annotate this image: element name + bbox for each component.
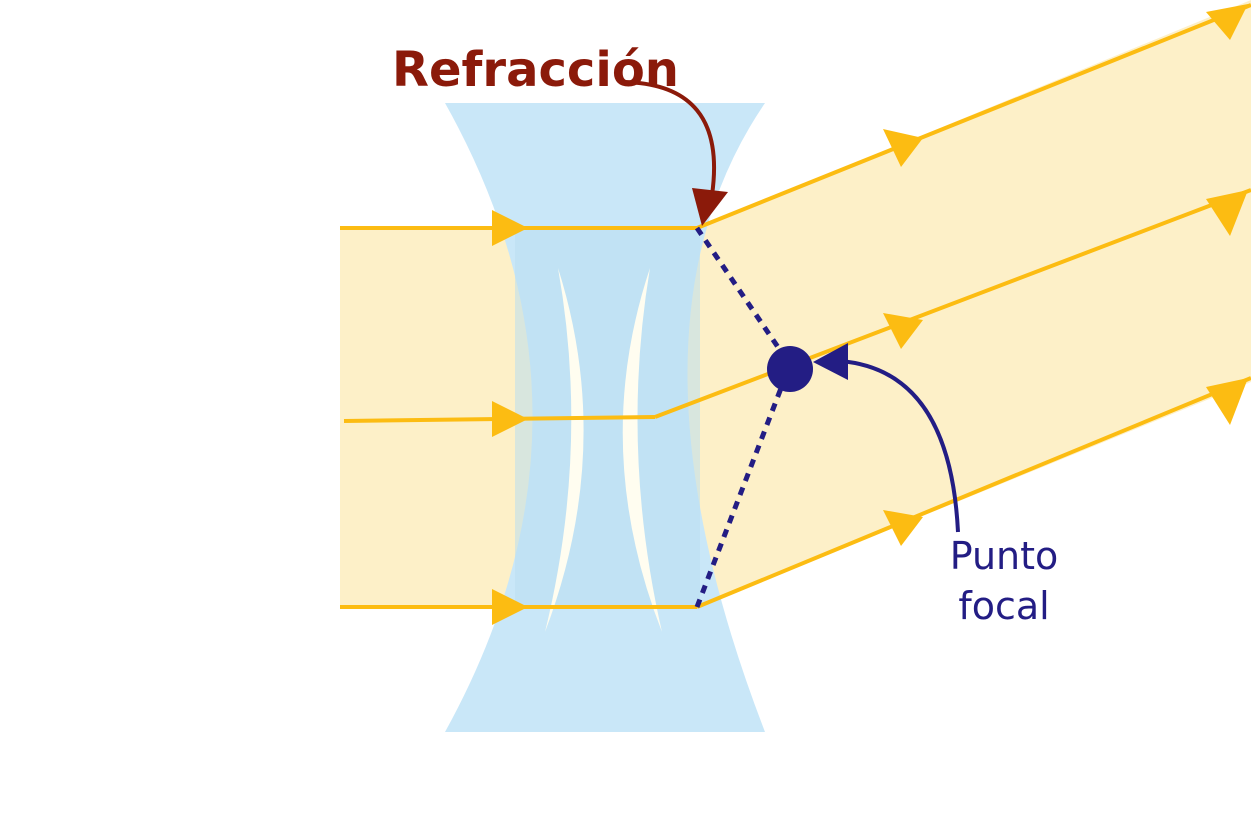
ray-arrow-icon	[883, 510, 923, 546]
refracted-ray-middle	[654, 188, 1251, 419]
ray-arrow-icon	[1206, 190, 1248, 236]
refraction-pointer-curve	[619, 80, 717, 196]
virtual-ray-extension-top	[694, 226, 787, 358]
lens-highlight-left	[545, 268, 584, 632]
lens-highlight-right	[622, 268, 662, 632]
ray-arrow-icon	[1206, 4, 1248, 40]
ray-arrow-icon	[492, 401, 528, 437]
refracted-ray-bottom	[696, 376, 1251, 609]
ray-arrow-icon	[883, 129, 923, 167]
virtual-ray-extension-bottom	[694, 382, 786, 608]
outgoing-beam-band	[697, 0, 1251, 608]
refracted-ray-top	[696, 3, 1251, 230]
focal-pointer-curve	[839, 359, 960, 533]
ray-arrow-icon	[492, 589, 528, 625]
focal-point-icon	[767, 346, 813, 392]
refraction-label: Refracción	[392, 42, 679, 98]
ray-arrow-icon	[492, 210, 528, 246]
focal-point-label-line1: Punto	[950, 534, 1059, 578]
focal-pointer-arrow-icon	[813, 343, 848, 380]
ray-arrow-icon	[883, 313, 923, 349]
refraction-pointer-arrow-icon	[692, 188, 728, 226]
focal-point-label-line2: focal	[958, 584, 1049, 628]
ray-arrow-icon	[1206, 378, 1248, 425]
